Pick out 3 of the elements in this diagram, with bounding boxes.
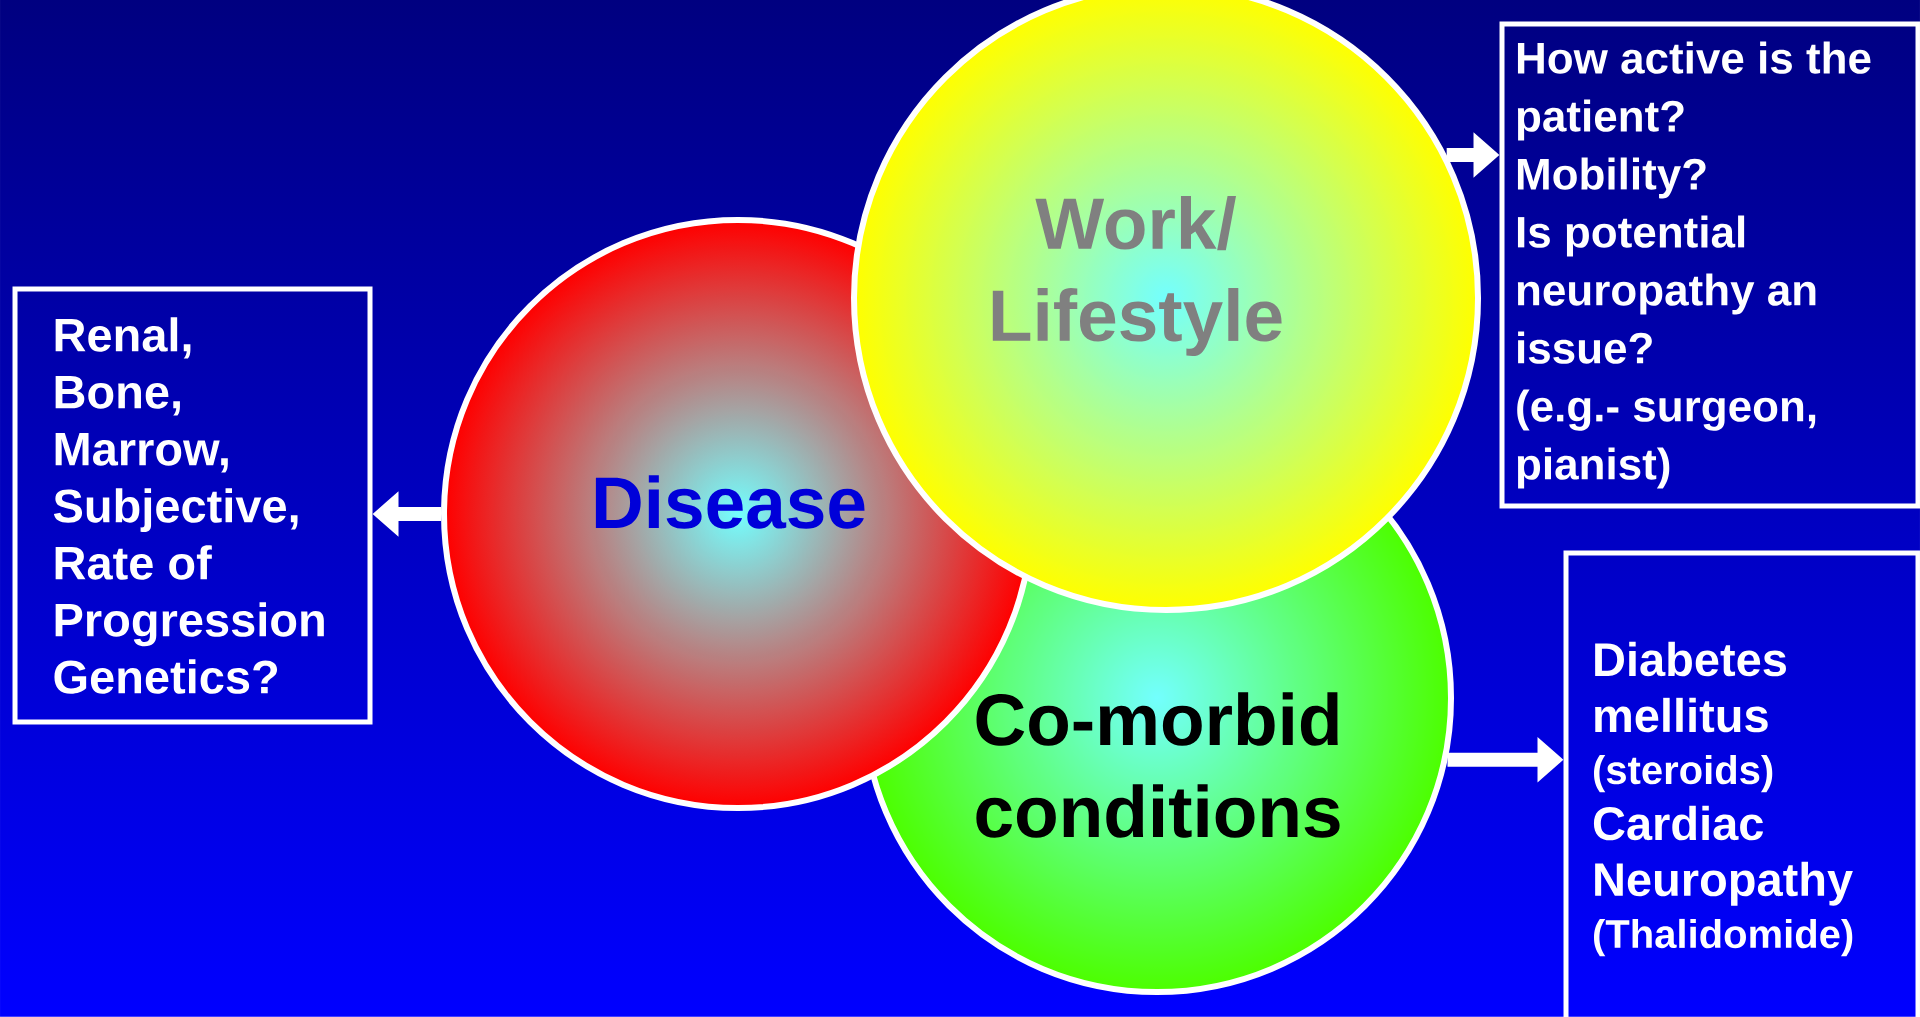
text-box: How active is the patient? Mobility? Is potential neuropathy an issue? (e.g.- surgeon, pianist) — [1499, 21, 1920, 509]
text-box: Diabetes mellitus (steroids) Cardiac Neuropathy (Thalidomide) — [1563, 550, 1920, 1017]
text-box: Renal, Bone, Marrow, Subjective, Rate of Progression Genetics? — [12, 286, 373, 725]
